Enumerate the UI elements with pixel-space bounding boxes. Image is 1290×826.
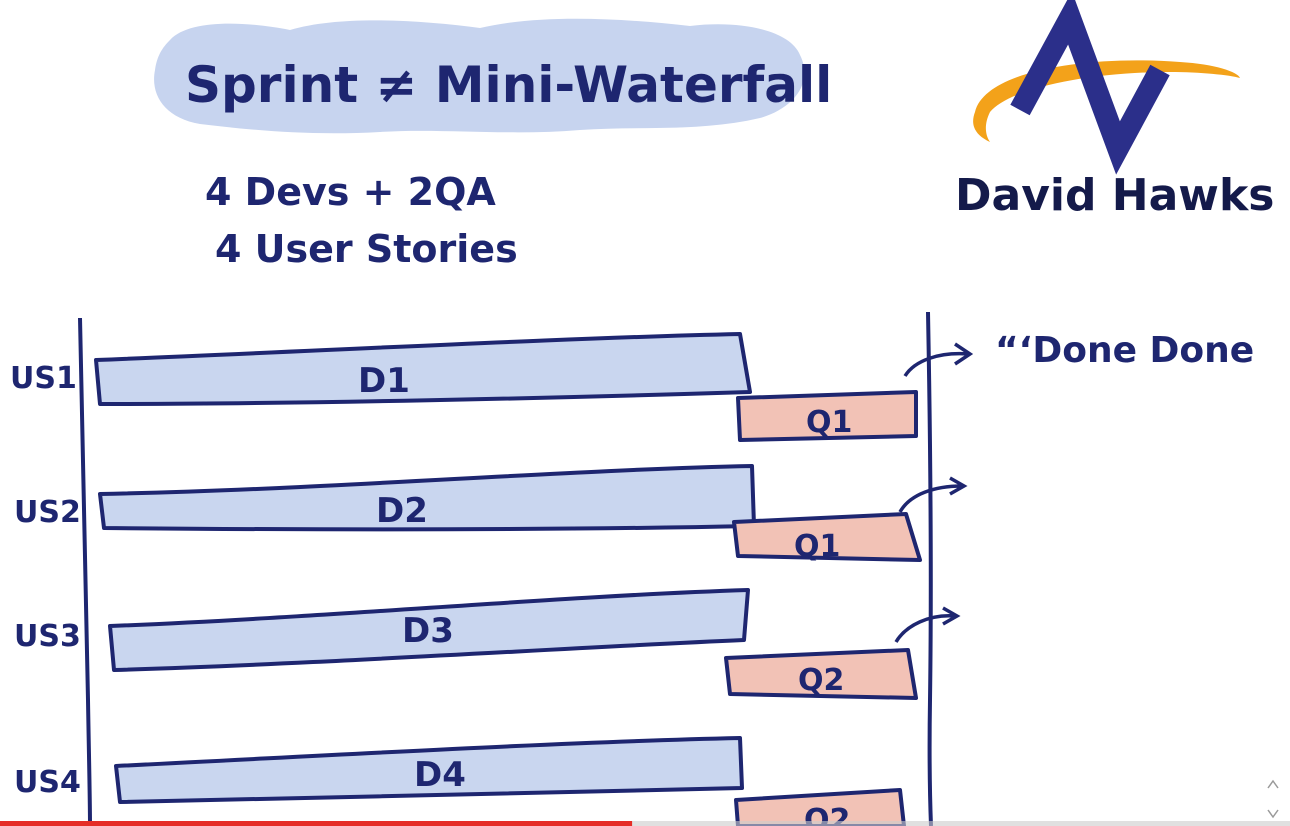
logo: David Hawks (955, 0, 1274, 221)
scroll-control[interactable] (1267, 779, 1279, 819)
dev-label: D1 (358, 361, 410, 401)
dev-bar (114, 736, 744, 804)
arrow-icon (898, 476, 968, 513)
chevron-down-icon[interactable] (1267, 809, 1279, 819)
dev-label: D4 (414, 755, 466, 795)
video-progress-fill (0, 821, 633, 826)
qa-label: Q1 (794, 529, 840, 564)
done-arrows (894, 342, 974, 643)
chevron-up-icon[interactable] (1267, 779, 1279, 789)
dev-label: D3 (402, 611, 454, 651)
logo-mark (1010, 0, 1170, 175)
story-label: US3 (14, 619, 81, 654)
story-label: US4 (14, 765, 81, 800)
qa-label: Q2 (798, 663, 844, 698)
arrow-icon (903, 342, 974, 378)
qa-label: Q1 (806, 405, 852, 440)
qa-bar (732, 512, 922, 562)
dev-bar (108, 588, 750, 672)
done-line (926, 311, 933, 826)
team-size-note: 4 Devs + 2QA (205, 170, 496, 214)
done-done-label: “‘Done Done (995, 330, 1254, 371)
story-label: US1 (10, 361, 77, 396)
story-count-note: 4 User Stories (215, 227, 518, 271)
title-cloud (154, 18, 805, 134)
qa-bar (734, 788, 906, 826)
dev-bar (94, 332, 752, 406)
qa-label: Q2 (804, 803, 850, 826)
qa-bar (724, 648, 918, 700)
page-title: Sprint ≠ Mini-Waterfall (185, 56, 832, 114)
dev-label: D2 (376, 491, 428, 531)
logo-text: David Hawks (955, 170, 1274, 221)
story-axis-line (78, 317, 92, 826)
video-progress-track[interactable] (0, 821, 1290, 826)
arrow-icon (894, 606, 961, 643)
story-label: US2 (14, 495, 81, 530)
qa-bar (736, 390, 918, 442)
